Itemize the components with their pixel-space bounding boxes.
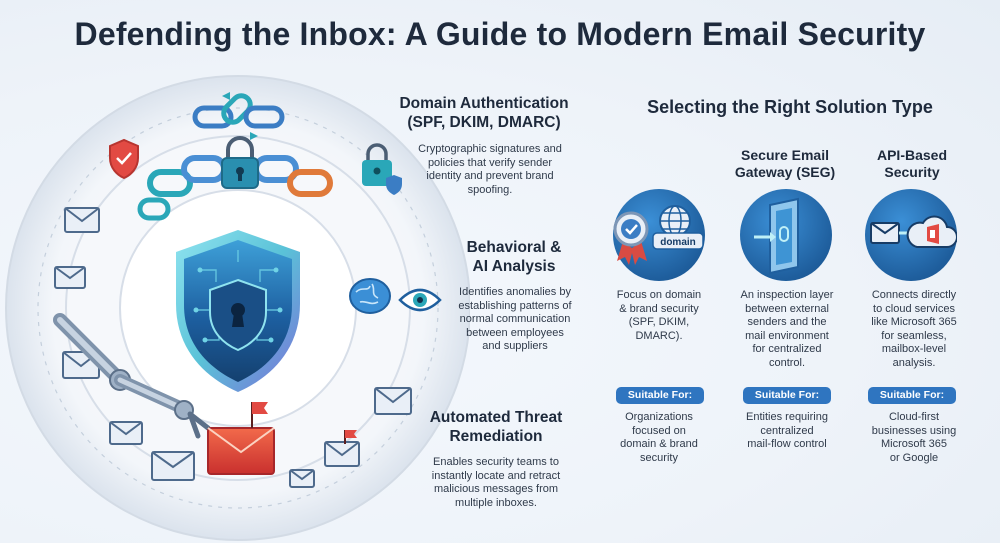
api-suitable-badge: Suitable For: <box>868 387 956 404</box>
small-flag-icon <box>344 430 357 444</box>
seg-suitable-text: Entities requiring centralized mail-flow… <box>746 411 828 450</box>
envelope-icon <box>870 222 900 244</box>
seg-suitable-badge: Suitable For: <box>743 387 831 404</box>
feature-domain-auth-title: Domain Authentication (SPF, DKIM, DMARC) <box>399 95 569 131</box>
seg-title: Secure Email Gateway (SEG) <box>734 147 836 180</box>
office-icon <box>927 224 939 244</box>
red-shield-icon <box>109 138 139 180</box>
security-illustration <box>5 75 470 541</box>
red-envelope-icon <box>207 402 275 475</box>
envelope-icon <box>54 207 412 488</box>
api-title: API-Based Security <box>876 147 948 180</box>
certificate-badge-icon <box>613 211 649 265</box>
domain-suitable-text: Organizations focused on domain & brand … <box>620 411 698 464</box>
chain-icon <box>192 92 285 140</box>
api-desc: Connects directly to cloud services like… <box>871 289 957 369</box>
padlock-icon <box>221 136 259 189</box>
api-suitable-text: Cloud-first businesses using Microsoft 3… <box>871 411 957 464</box>
feature-remediation-desc: Enables security teams to instantly loca… <box>431 456 561 509</box>
domain-security-icon: domain <box>613 189 705 281</box>
central-shield-icon <box>176 230 300 392</box>
lock-shield-icon <box>362 143 402 195</box>
domain-suitable-badge: Suitable For: <box>616 387 704 404</box>
gateway-icon <box>740 189 832 281</box>
brain-icon <box>349 278 391 314</box>
eye-icon <box>398 288 442 312</box>
domain-security-desc: Focus on domain & brand security (SPF, D… <box>616 289 702 342</box>
seg-desc: An inspection layer between external sen… <box>740 289 834 369</box>
page-title: Defending the Inbox: A Guide to Modern E… <box>74 16 926 52</box>
domain-label: domain <box>660 237 696 248</box>
feature-ai-analysis-title: Behavioral & AI Analysis <box>466 239 562 275</box>
solutions-title: Selecting the Right Solution Type <box>647 97 933 117</box>
feature-remediation-title: Automated Threat Remediation <box>429 409 563 445</box>
feature-domain-auth-desc: Cryptographic signatures and policies th… <box>418 143 562 196</box>
robotic-arm-icon <box>53 313 211 439</box>
server-gateway-icon <box>754 197 799 275</box>
api-cloud-icon <box>865 189 957 281</box>
feature-ai-analysis-desc: Identifies anomalies by establishing pat… <box>458 286 572 352</box>
globe-icon <box>659 205 691 237</box>
